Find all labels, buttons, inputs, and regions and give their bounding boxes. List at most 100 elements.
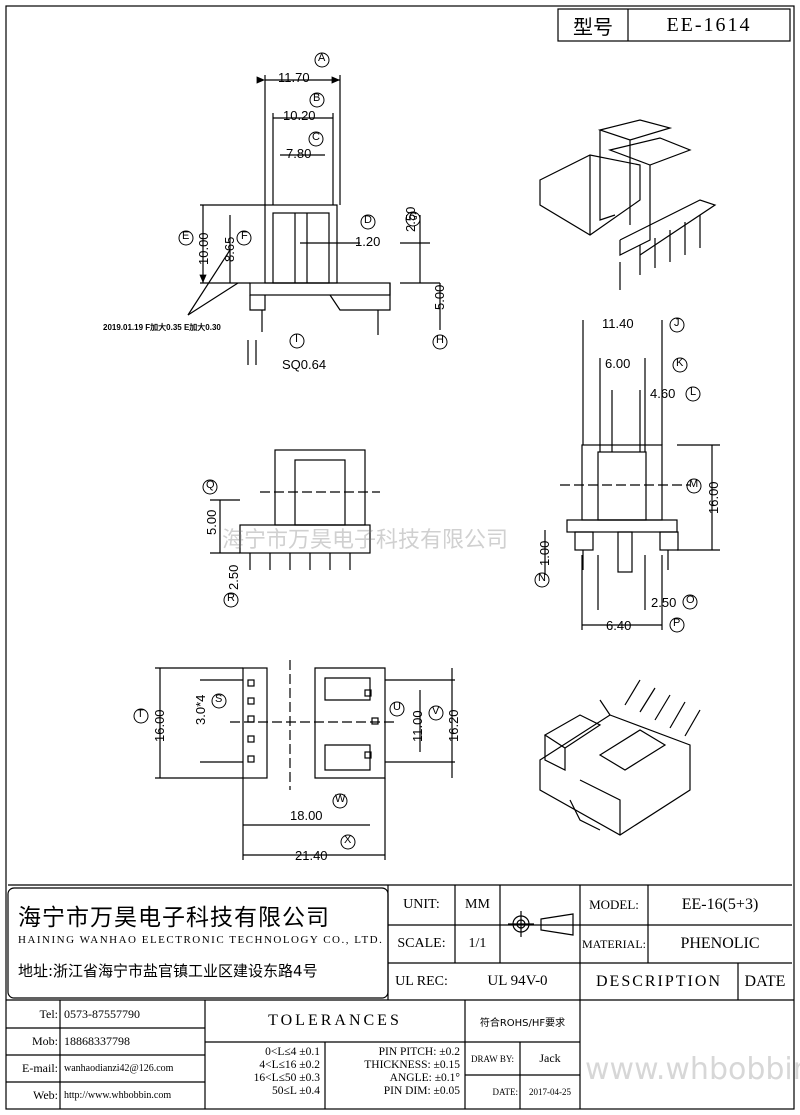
marker-p: P	[673, 617, 681, 629]
bottom-view	[155, 660, 455, 860]
model-header-label: 型号	[573, 16, 613, 39]
tolerances-title: TOLERANCES	[268, 1012, 402, 1029]
drawby-label: DRAW BY:	[470, 1053, 515, 1064]
marker-g: G	[409, 211, 418, 223]
rohs-note: 符合ROHS/HF要求	[479, 1017, 566, 1029]
marker-m: M	[689, 478, 699, 490]
marker-d: D	[364, 214, 372, 226]
dim-x: 21.40	[295, 848, 328, 863]
iso-view-top	[539, 119, 717, 290]
marker-x: X	[344, 834, 352, 846]
ulrec-value: UL 94V-0	[487, 973, 548, 989]
mob-label: Mob:	[31, 1034, 58, 1048]
mob-value: 18868337798	[64, 1034, 130, 1048]
marker-v: V	[432, 705, 440, 717]
model-value: EE-16(5+3)	[681, 896, 759, 913]
marker-o: O	[686, 594, 695, 606]
tolerance-item: PIN PITCH: ±0.2	[378, 1046, 460, 1058]
marker-i: I	[295, 333, 299, 345]
dim-l: 4.60	[650, 386, 676, 401]
title-block-lines	[6, 884, 794, 1109]
front-lower-view	[210, 449, 380, 570]
watermark: 海宁市万昊电子科技有限公司	[222, 528, 509, 553]
drawby-value: Jack	[539, 1051, 561, 1065]
tolerance-item: PIN DIM: ±0.05	[383, 1085, 460, 1097]
web-value: http://www.whbobbin.com	[64, 1090, 172, 1101]
dim-q: 5.00	[204, 509, 219, 535]
scale-label: SCALE:	[397, 936, 446, 951]
marker-a: A	[318, 52, 326, 64]
dim-m: 16.00	[706, 481, 721, 514]
email-value: wanhaodianzi42@126.com	[64, 1063, 174, 1074]
material-value: PHENOLIC	[680, 935, 760, 952]
scale-value: 1/1	[468, 936, 487, 951]
unit-label: UNIT:	[403, 897, 440, 912]
dim-j: 11.40	[602, 316, 634, 331]
company-name-en: HAINING WANHAO ELECTRONIC TECHNOLOGY CO.…	[18, 934, 384, 946]
email-label: E-mail:	[22, 1061, 58, 1075]
dim-k: 6.00	[605, 356, 631, 371]
dim-n: 1.00	[537, 540, 552, 566]
tolerance-items: PIN PITCH: ±0.2 THICKNESS: ±0.15 ANGLE: …	[328, 1046, 460, 1098]
dim-g: 2.50	[403, 206, 418, 232]
tel-value: 0573-87557790	[64, 1006, 140, 1021]
dim-t: 16.00	[152, 709, 167, 742]
company-name-cn: 海宁市万昊电子科技有限公司	[18, 905, 330, 931]
tel-label: Tel:	[39, 1006, 59, 1021]
model-label: MODEL:	[589, 897, 639, 912]
dim-s: 3.0*4	[193, 694, 208, 725]
marker-k: K	[676, 357, 684, 369]
tolerance-item: ANGLE: ±0.1°	[389, 1072, 460, 1084]
material-label: MATERIAL:	[582, 936, 646, 951]
dim-p: 6.40	[606, 618, 632, 633]
marker-e: E	[182, 230, 190, 242]
iso-view-bottom	[539, 679, 701, 836]
dim-a: 11.70	[278, 70, 310, 85]
description-header: DESCRIPTION	[595, 972, 722, 990]
dim-f: 8.65	[222, 236, 237, 262]
dim-o: 2.50	[651, 595, 677, 610]
marker-l: L	[690, 386, 697, 398]
dim-u: 11.00	[410, 710, 425, 742]
marker-t: T	[137, 708, 144, 720]
dim-c: 7.80	[286, 146, 312, 161]
dim-e: 10.00	[196, 232, 211, 265]
model-header-value: EE-1614	[666, 13, 752, 36]
marker-q: Q	[206, 479, 215, 491]
web-label: Web:	[32, 1088, 58, 1102]
tolerance-range: 50≤L ±0.4	[272, 1085, 320, 1097]
side-view	[544, 320, 720, 630]
dim-w: 18.00	[290, 808, 323, 823]
dim-b: 10.20	[283, 108, 316, 123]
tolerance-range: 16<L≤50 ±0.3	[253, 1072, 320, 1084]
dim-h: 5.00	[432, 284, 447, 310]
tolerance-item: THICKNESS: ±0.15	[364, 1059, 460, 1071]
date-value: 2017-04-25	[529, 1087, 571, 1097]
dim-i: SQ0.64	[282, 357, 327, 372]
marker-n: N	[538, 572, 546, 584]
marker-r: R	[227, 592, 235, 604]
marker-c: C	[312, 131, 320, 143]
date-header: DATE	[744, 972, 786, 990]
marker-f: F	[241, 230, 248, 242]
date-label: DATE:	[492, 1087, 519, 1097]
marker-h: H	[436, 334, 444, 346]
front-view	[187, 75, 441, 365]
marker-u: U	[393, 701, 401, 713]
ulrec-label: UL REC:	[395, 973, 448, 989]
revision-note: 2019.01.19 F加大0.35 E加大0.30	[103, 323, 221, 332]
unit-value: MM	[465, 897, 490, 912]
footer-watermark: www.whbobbin.com	[585, 1052, 800, 1087]
tolerance-range: 4<L≤16 ±0.2	[259, 1059, 320, 1071]
dim-r: 2.50	[226, 564, 241, 590]
marker-b: B	[313, 92, 321, 104]
tolerance-range: 0<L≤4 ±0.1	[265, 1046, 320, 1058]
dim-v: 16.20	[446, 709, 461, 742]
tolerance-ranges: 0<L≤4 ±0.1 4<L≤16 ±0.2 16<L≤50 ±0.3 50≤L…	[222, 1046, 320, 1098]
dim-d: 1.20	[355, 234, 381, 249]
marker-s: S	[215, 693, 223, 705]
marker-w: W	[335, 793, 346, 805]
company-address: 地址:浙江省海宁市盐官镇工业区建设东路4号	[18, 962, 318, 980]
marker-j: J	[674, 317, 680, 329]
